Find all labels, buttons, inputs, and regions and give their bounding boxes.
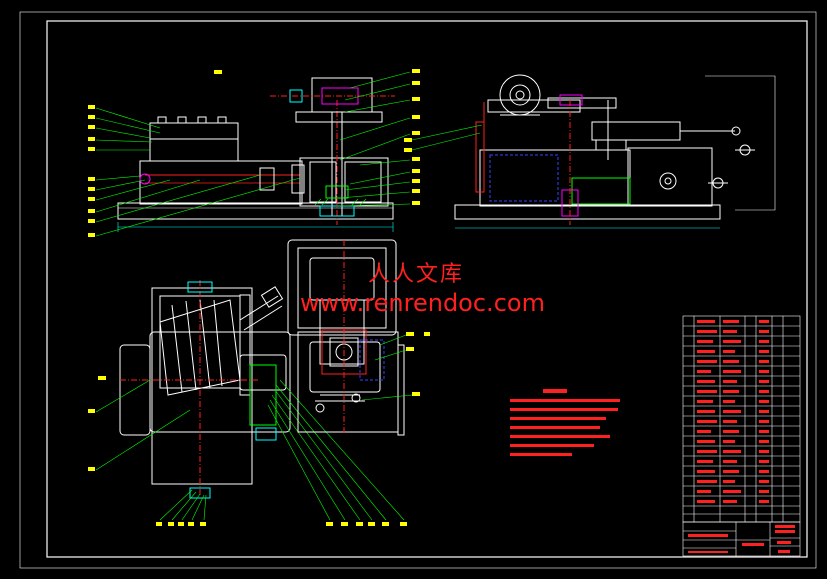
top-plan-leaders — [95, 379, 405, 521]
technical-notes — [510, 389, 620, 456]
elevation-leaders — [361, 334, 413, 401]
handwheel-icon — [708, 126, 755, 189]
side-view — [454, 75, 776, 229]
title-block-text — [688, 525, 795, 553]
right-elevation-view — [287, 239, 405, 436]
sheet-border — [46, 20, 808, 558]
top-plan-view — [119, 280, 291, 499]
title-block — [682, 521, 801, 557]
sheet-border-outer — [19, 11, 817, 569]
side-view-leaders — [411, 124, 483, 151]
motor-pulley-icon — [499, 74, 541, 116]
elevation-handwheel-icon — [315, 393, 365, 413]
parts-list-table — [682, 315, 801, 523]
front-view-leaders — [95, 71, 411, 237]
parts-list-entries — [697, 320, 769, 503]
part-number-marks — [88, 69, 430, 526]
